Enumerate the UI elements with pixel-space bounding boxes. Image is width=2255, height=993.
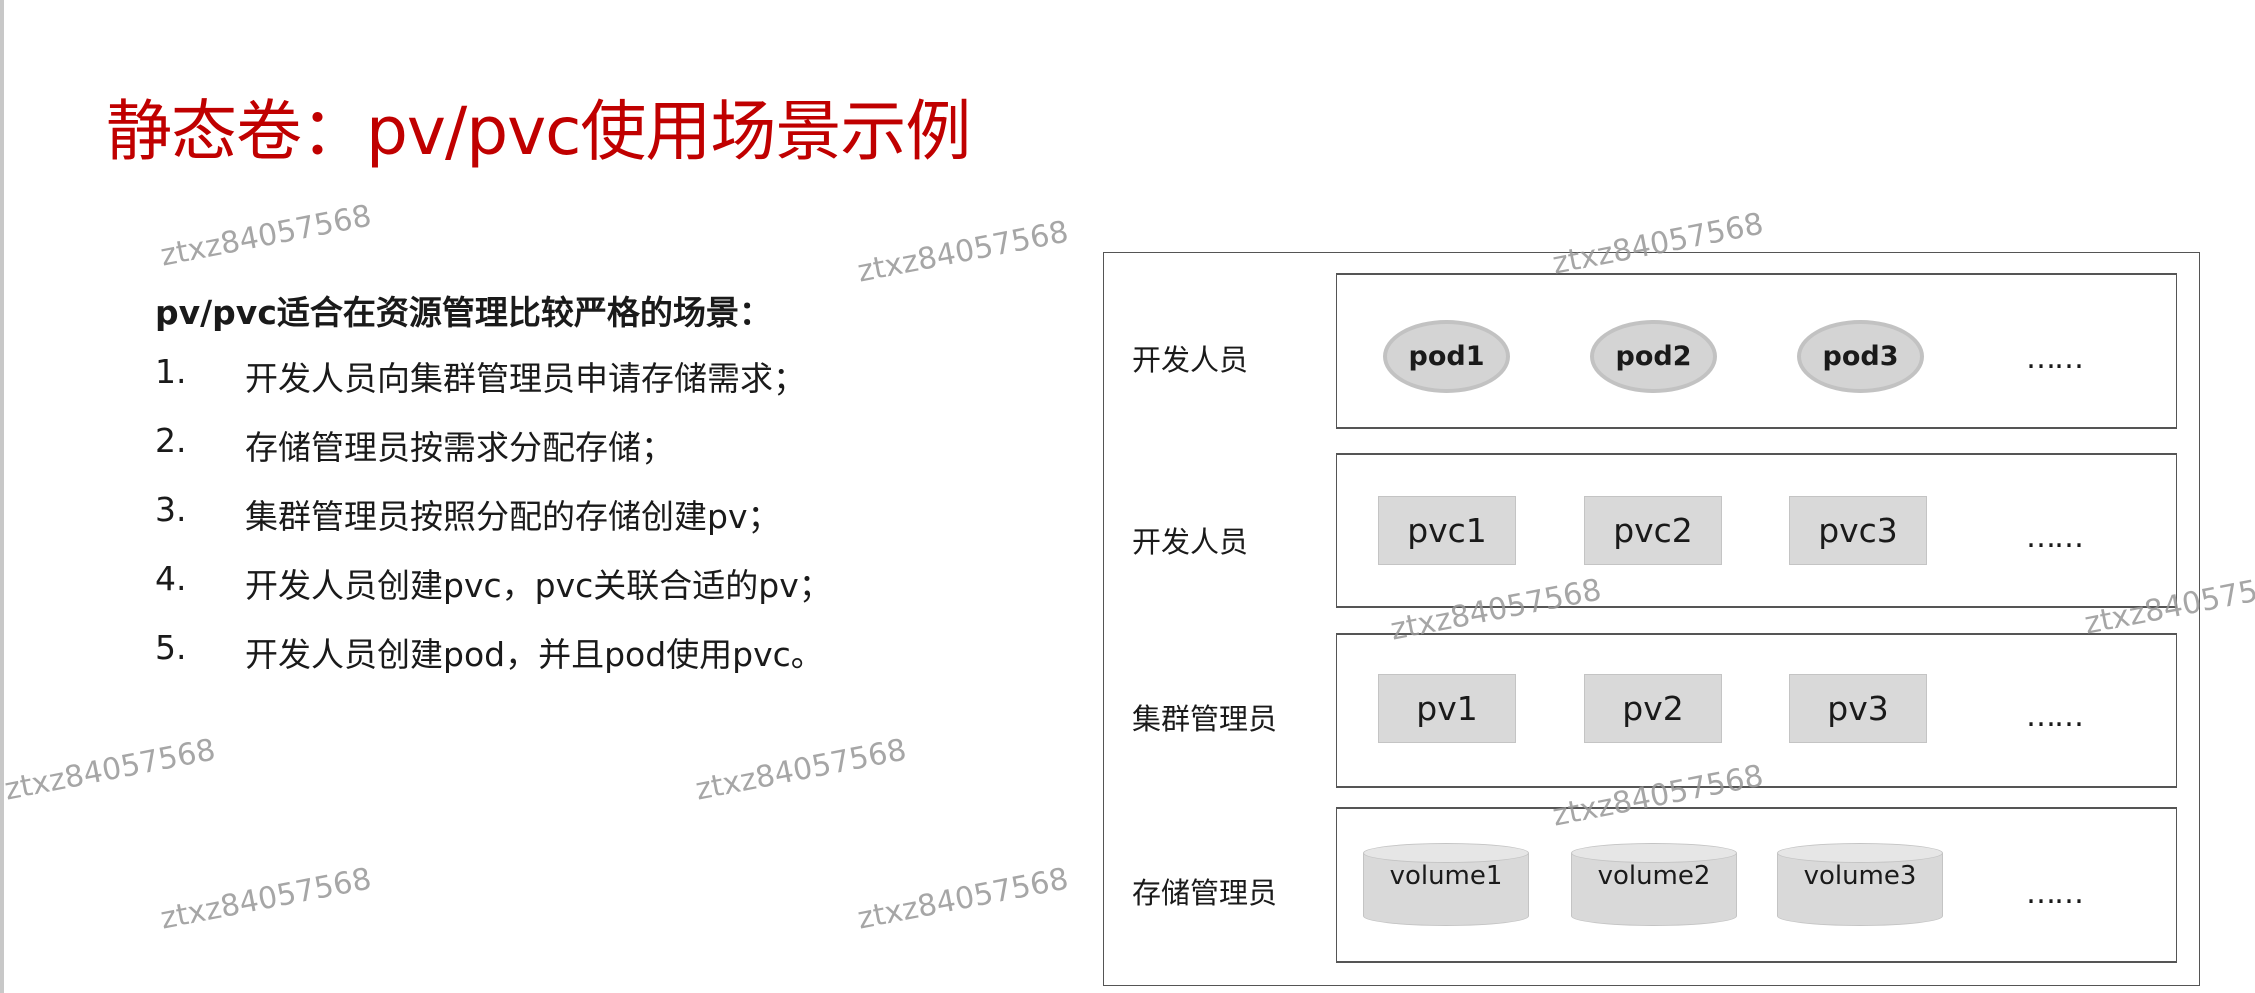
item-text: 开发人员创建pod，并且pod使用pvc。 (245, 635, 824, 674)
item-number: 2. (155, 421, 187, 460)
pvc-box: pvc1 (1378, 496, 1516, 565)
more-ellipsis: …… (2026, 699, 2084, 734)
item-text: 存储管理员按需求分配存储； (245, 428, 674, 467)
row-label: 存储管理员 (1132, 876, 1278, 910)
volume-cylinder: volume2 (1571, 843, 1737, 926)
item-number: 1. (155, 352, 187, 391)
more-ellipsis: …… (2026, 520, 2084, 555)
pv-box: pv2 (1584, 674, 1722, 743)
intro-heading: pv/pvc适合在资源管理比较严格的场景： (155, 293, 772, 332)
volume-label: volume1 (1389, 861, 1503, 891)
volume-label: volume2 (1597, 861, 1711, 891)
pod-node: pod1 (1383, 320, 1510, 393)
row-volumes (1336, 807, 2177, 963)
watermark: ztxz84057568 (692, 732, 910, 808)
row-label: 开发人员 (1132, 343, 1249, 377)
pod-node: pod3 (1797, 320, 1924, 393)
page-title: 静态卷：pv/pvc使用场景示例 (106, 93, 971, 170)
row-label: 开发人员 (1132, 525, 1249, 559)
volume-cylinder: volume3 (1777, 843, 1943, 926)
volume-label: volume3 (1803, 861, 1917, 891)
row-pvs (1336, 633, 2177, 788)
pvc-box: pvc2 (1584, 496, 1722, 565)
more-ellipsis: …… (2026, 876, 2084, 911)
diagram-frame (1103, 252, 2200, 986)
watermark: ztxz84057568 (1, 732, 219, 808)
row-pvcs (1336, 453, 2177, 608)
item-text: 开发人员向集群管理员申请存储需求； (245, 359, 806, 398)
watermark: ztxz84057568 (157, 198, 375, 274)
item-number: 5. (155, 628, 187, 667)
item-number: 3. (155, 490, 187, 529)
watermark: ztxz84057568 (157, 861, 375, 937)
watermark: ztxz84057568 (854, 861, 1072, 937)
pod-node: pod2 (1590, 320, 1717, 393)
pv-box: pv1 (1378, 674, 1516, 743)
pv-box: pv3 (1789, 674, 1927, 743)
more-ellipsis: …… (2026, 341, 2084, 376)
left-edge-bar (0, 0, 4, 993)
volume-cylinder: volume1 (1363, 843, 1529, 926)
watermark: ztxz84057568 (854, 214, 1072, 290)
item-text: 开发人员创建pvc，pvc关联合适的pv； (245, 566, 832, 605)
item-number: 4. (155, 559, 187, 598)
item-text: 集群管理员按照分配的存储创建pv； (245, 497, 781, 536)
pvc-box: pvc3 (1789, 496, 1927, 565)
row-label: 集群管理员 (1132, 702, 1278, 736)
row-pods (1336, 273, 2177, 429)
